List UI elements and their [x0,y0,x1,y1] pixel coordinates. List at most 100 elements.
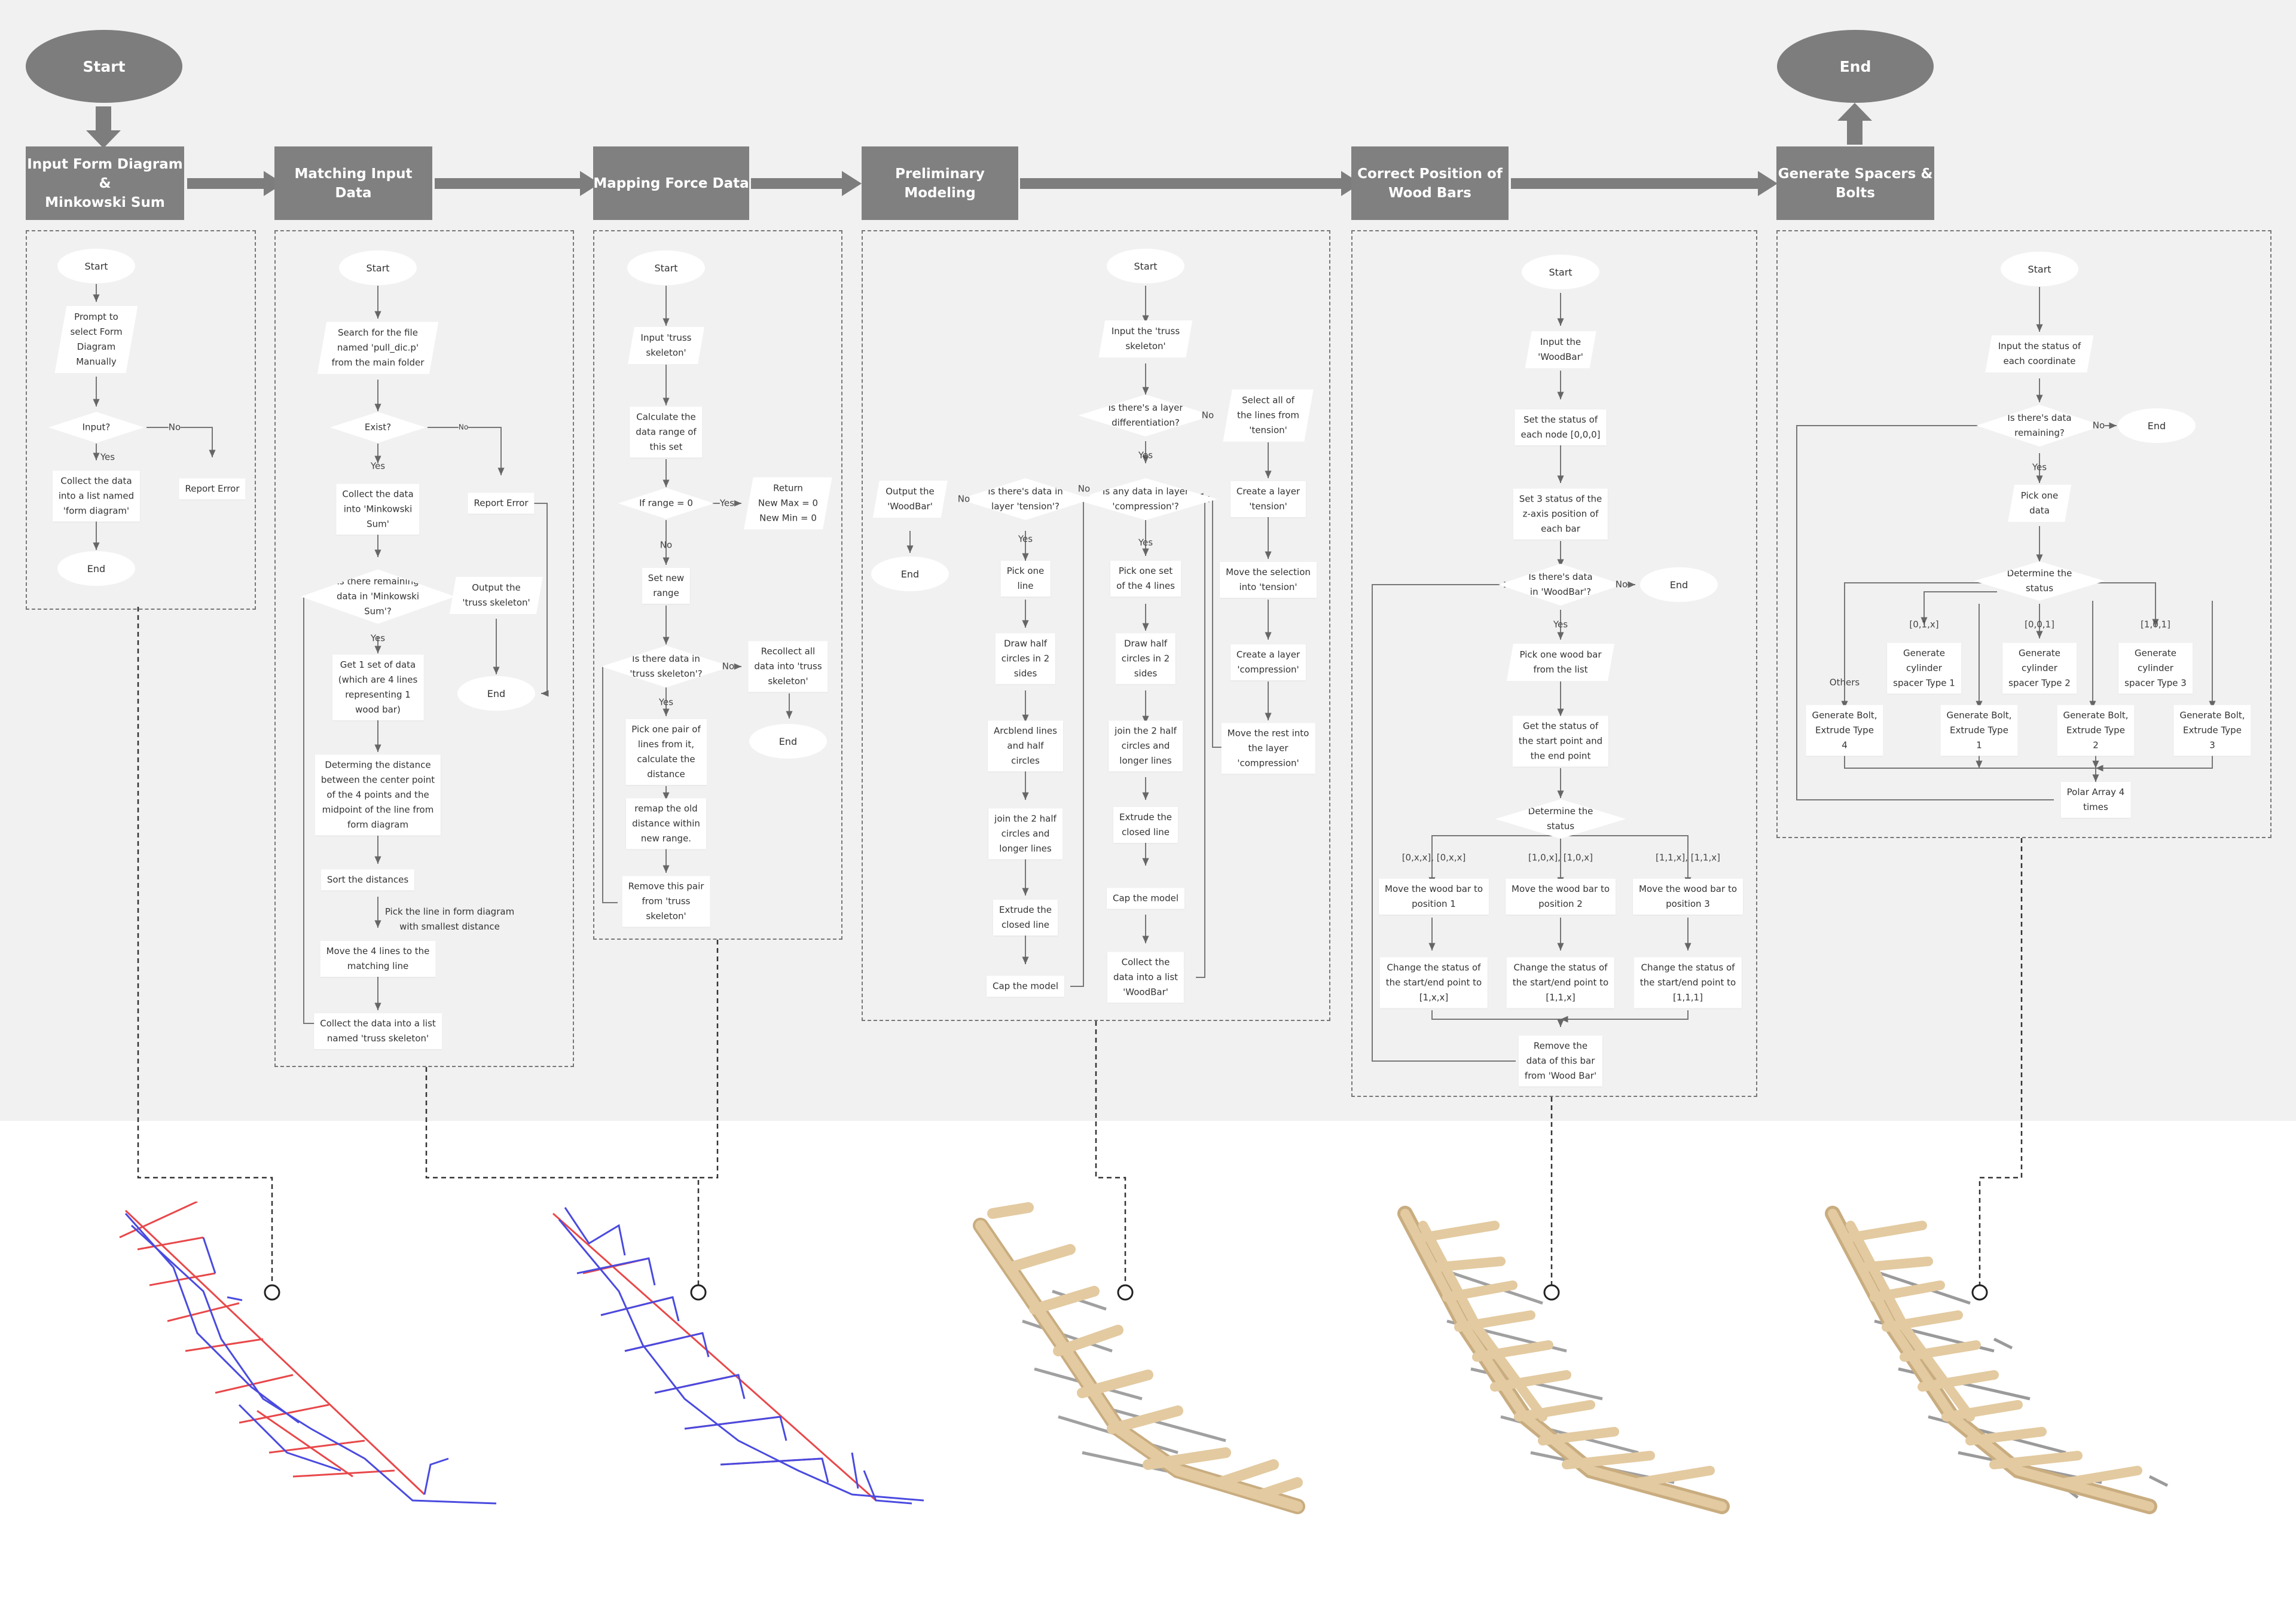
p6-start: Start [2001,252,2078,286]
p2-collect: Collect the data into 'Minkowski Sum' [336,484,420,535]
p2-search: Search for the file named 'pull_dic.p' f… [317,322,439,374]
p6-pick-label: Pick one data [2020,490,2059,516]
p2-remaining-yes: Yes [370,632,386,644]
p4-drawHalf-c: Draw half circles in 2 sides [1115,633,1176,684]
p5-end: End [1640,567,1718,602]
wood-model-positioned [1397,1206,1730,1514]
header-mapping-label: Mapping Force Data [593,175,749,191]
p6-start-label: Start [2028,263,2051,275]
p3-start: Start [627,250,705,285]
p5-pick: Pick one wood bar from the list [1507,644,1614,681]
p5-case3: [1,1,x], [1,1,x] [1656,852,1720,863]
p5-status3: Change the status of the start/end point… [1634,957,1742,1008]
p1-collect: Collect the data into a list named 'form… [52,470,141,522]
p4-pickLine: Pick one line [1000,561,1051,597]
p6-end-label: End [2147,420,2166,432]
p2-start: Start [339,250,417,285]
p4-input-label: Input the 'truss skeleton' [1111,326,1180,352]
global-start-label: Start [83,57,126,75]
p2-output-label: Output the 'truss skeleton' [462,582,530,608]
p6-remaining-no: No [2092,418,2105,433]
p4-layer-yes: Yes [1138,450,1153,461]
panel-mapping [593,230,842,940]
p4-layer-no: No [1201,408,1214,423]
p5-isdata-no: No [1615,577,1628,592]
p4-extrude-c: Extrude the closed line [1113,807,1178,843]
p1-start: Start [57,249,135,283]
header-spacers: Generate Spacers & Bolts [1776,146,1934,220]
p4-tension-no: No [957,491,970,507]
p4-cap-c: Cap the model [1106,888,1185,909]
model-markers [264,1284,1988,1301]
p3-input: Input 'truss skeleton' [628,327,704,364]
p4-anyComp-no: No [1077,481,1091,497]
p3-start-label: Start [654,262,678,274]
p4-moveSel: Move the selection into 'tension' [1220,562,1317,598]
p6-cyl2: Generate cylinder spacer Type 2 [2002,643,2077,694]
p6-cyl1: Generate cylinder spacer Type 1 [1887,643,1961,694]
wood-model-spacers-bolts [1825,1206,2169,1514]
p2-exist-yes: Yes [370,460,386,472]
p4-pickSet: Pick one set of the 4 lines [1110,561,1181,597]
p5-move3: Move the wood bar to position 3 [1633,879,1743,915]
p4-end-label: End [900,568,920,580]
p3-setnew: Set new range [642,568,691,604]
p4-moveRest: Move the rest into the layer 'compressio… [1221,723,1315,774]
global-start: Start [26,30,182,103]
p2-end-label: End [487,687,506,699]
p1-end-label: End [87,563,106,574]
header-correct-position-label: Correct Position of Wood Bars [1357,166,1503,201]
p5-case2: [1,0,x], [1,0,x] [1528,852,1593,863]
p4-collectWB: Collect the data into a list 'WoodBar' [1107,952,1184,1003]
p4-extrude-t: Extrude the closed line [993,900,1058,936]
header-arrows [86,103,1872,196]
p4-output: Output the 'WoodBar' [872,481,948,518]
panel-input-form [26,230,256,610]
p6-remaining-yes: Yes [2032,461,2047,473]
p1-input-label: Input? [82,421,111,433]
p3-calc: Calculate the data range of this set [630,406,703,458]
p2-determ: Determing the distance between the cente… [315,754,441,836]
p6-input: Input the status of each coordinate [1985,335,2094,372]
global-end: End [1777,30,1934,103]
panel-spacers [1776,230,2271,838]
p4-anyComp-yes: Yes [1138,537,1153,548]
p3-isdata-no: No [722,659,735,674]
p5-move1: Move the wood bar to position 1 [1379,879,1489,915]
p5-remove: Remove the data of this bar from 'Wood B… [1518,1035,1603,1087]
p2-error: Report Error [468,493,535,514]
p4-selectall: Select all of the lines from 'tension' [1223,389,1314,442]
p4-end: End [871,557,949,591]
p3-isdata-yes: Yes [658,696,674,708]
p6-bolt3: Generate Bolt, Extrude Type 3 [2173,705,2251,756]
p3-recollect: Recollect all data into 'truss skeleton' [748,641,828,692]
p1-prompt: Prompt to select Form Diagram Manually [54,306,138,373]
p6-polar: Polar Array 4 times [2060,782,2131,818]
wood-model-preliminary [973,1202,1305,1514]
header-preliminary: Preliminary Modeling [862,146,1018,220]
panel-matching [274,230,574,1067]
p2-end: End [457,676,535,711]
p3-ifrange-yes: Yes [719,496,735,511]
p3-end-label: End [778,735,798,747]
header-spacers-label: Generate Spacers & Bolts [1778,166,1933,201]
p3-input-label: Input 'truss skeleton' [640,332,692,358]
p5-input-label: Input the 'WoodBar' [1538,337,1583,362]
p2-collect2: Collect the data into a list named 'trus… [314,1013,442,1049]
p2-output: Output the 'truss skeleton' [449,577,544,614]
p4-output-label: Output the 'WoodBar' [886,486,935,512]
p3-pickpair: Pick one pair of lines from it, calculat… [625,719,707,785]
panel-correct-position [1351,230,1757,1097]
p6-input-label: Input the status of each coordinate [1998,341,2081,366]
header-matching: Matching Input Data [274,146,432,220]
p5-isdata-yes: Yes [1553,619,1568,630]
p2-sort: Sort the distances [320,869,415,891]
p6-others: Others [1829,677,1860,688]
p2-pick: Pick the line in form diagram with small… [384,906,515,932]
truss-skeleton-wireframe [552,1207,924,1505]
p4-start-label: Start [1134,260,1158,272]
p6-pick: Pick one data [2008,485,2071,522]
p3-ifrange-no: No [660,539,673,551]
p1-error: Report Error [179,478,246,500]
p6-cyl3: Generate cylinder spacer Type 3 [2118,643,2193,694]
